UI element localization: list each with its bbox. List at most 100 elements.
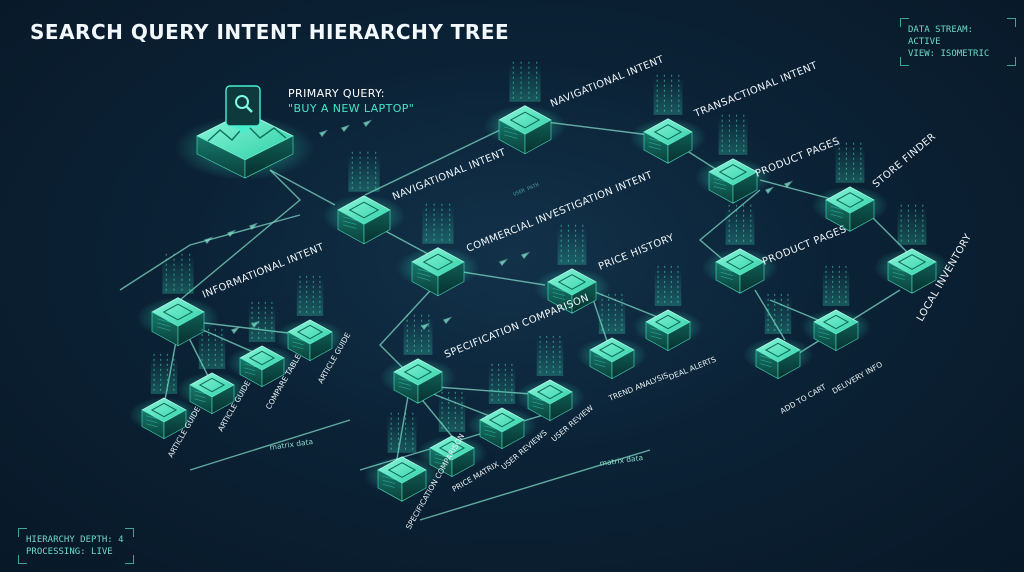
node-icon [348, 201, 380, 219]
flow-arrow [498, 258, 509, 267]
node-icon [822, 314, 850, 330]
connection-path [869, 214, 911, 256]
article-guide-b-node[interactable] [176, 328, 248, 415]
nav-mid-node[interactable] [322, 151, 406, 245]
side-detail [760, 355, 772, 360]
side-detail [484, 429, 496, 434]
compare-table-node[interactable] [226, 301, 298, 388]
cube-right [835, 321, 859, 352]
side-detail [417, 272, 431, 277]
primary-query-heading: PRIMARY QUERY: [288, 87, 385, 100]
store-finder-node[interactable] [811, 142, 889, 232]
price-history-node[interactable] [533, 224, 611, 314]
node-icon [403, 364, 433, 380]
node-icon [557, 274, 587, 290]
side-detail [648, 142, 661, 146]
side-detail [194, 394, 206, 399]
side-detail [244, 363, 256, 368]
product-pages-top-label: PRODUCT PAGES [754, 136, 841, 180]
data-stream [296, 277, 324, 316]
side-detail [382, 484, 395, 488]
side-detail [146, 419, 158, 424]
view-mode-status: VIEW: ISOMETRIC [908, 49, 990, 59]
add-to-cart-node[interactable] [742, 293, 814, 380]
side-detail [292, 345, 304, 350]
side-detail [382, 480, 395, 484]
side-detail [343, 220, 357, 225]
side-detail [382, 476, 395, 480]
node-icon [653, 124, 683, 140]
flow-arrow [442, 316, 453, 325]
cube-right [451, 447, 475, 478]
side-detail [504, 134, 518, 139]
flow-arrow [248, 222, 259, 231]
flow-arrow [764, 186, 775, 195]
commercial-node[interactable] [396, 203, 480, 297]
side-detail [292, 341, 304, 346]
connection-path [364, 129, 501, 196]
data-stream [653, 76, 683, 115]
cube-right [211, 384, 235, 415]
deal-alerts-node[interactable] [632, 265, 704, 352]
cube-right [732, 171, 758, 204]
node-icon [488, 412, 516, 428]
spec-comparison-label: SPECIFICATION COMPARISON [443, 293, 591, 361]
processing-status: PROCESSING: LIVE [26, 547, 113, 557]
node-icon [598, 342, 626, 358]
nav-top-node[interactable] [483, 61, 567, 155]
informational-node[interactable] [136, 253, 220, 347]
connection-path [119, 214, 301, 291]
article-guide-c-node[interactable] [274, 275, 346, 362]
data-stream [438, 393, 466, 432]
add-to-cart-label: ADD TO CART [779, 382, 829, 416]
connection-path [179, 169, 302, 301]
node-icon [654, 314, 682, 330]
spec-comparison-node[interactable] [379, 314, 457, 404]
delivery-info-node[interactable] [800, 265, 872, 352]
cube-right [163, 409, 187, 440]
side-detail [417, 268, 431, 273]
product-pages-top-node[interactable] [694, 114, 772, 204]
user-review-node[interactable] [514, 335, 586, 422]
flow-arrow [226, 229, 237, 238]
flow-arrow [203, 236, 214, 245]
node-icon [764, 342, 792, 358]
article-guide-a-node[interactable] [128, 353, 200, 440]
nav-mid-label: NAVIGATIONAL INTENT [391, 147, 508, 203]
node-icon [438, 440, 466, 456]
side-detail [398, 386, 411, 390]
data-stream [488, 365, 516, 404]
side-detail [552, 292, 565, 296]
side-detail [892, 268, 905, 272]
cube-right [261, 357, 285, 388]
primary-query-node[interactable]: PRIMARY QUERY: "BUY A NEW LAPTOP" [175, 85, 414, 180]
magnifier-icon [235, 95, 249, 109]
data-stream [598, 295, 626, 334]
cube-right [524, 119, 552, 155]
flow-arrow [362, 119, 373, 128]
trend-analysis-node[interactable] [576, 293, 648, 380]
transactional-label: TRANSACTIONAL INTENT [692, 60, 820, 120]
node-icon [296, 324, 324, 340]
side-detail [720, 268, 733, 272]
price-matrix-node[interactable] [416, 391, 488, 478]
local-inventory-node[interactable] [873, 204, 951, 294]
page-title: SEARCH QUERY INTENT HIERARCHY TREE [30, 20, 510, 44]
hierarchy-depth-status: HIERARCHY DEPTH: 4 [26, 535, 124, 545]
status-panel: DATA STREAM: ACTIVE VIEW: ISOMETRIC [900, 18, 1016, 66]
user-reviews-node[interactable] [466, 363, 538, 450]
side-detail [398, 378, 411, 382]
side-detail [552, 296, 565, 300]
transactional-node[interactable] [629, 74, 707, 164]
flow-arrow [783, 180, 794, 189]
product-pages-mid-node[interactable] [701, 204, 779, 294]
node-icon [725, 254, 755, 270]
side-detail [532, 405, 544, 410]
cube-right [911, 261, 937, 294]
node-icon [198, 377, 226, 393]
side-detail [648, 146, 661, 150]
side-detail [830, 214, 843, 218]
matrix-data-annotation-left: matrix data [269, 437, 314, 452]
spec-comparison-leaf-node[interactable] [363, 412, 441, 502]
data-stream [557, 226, 587, 265]
